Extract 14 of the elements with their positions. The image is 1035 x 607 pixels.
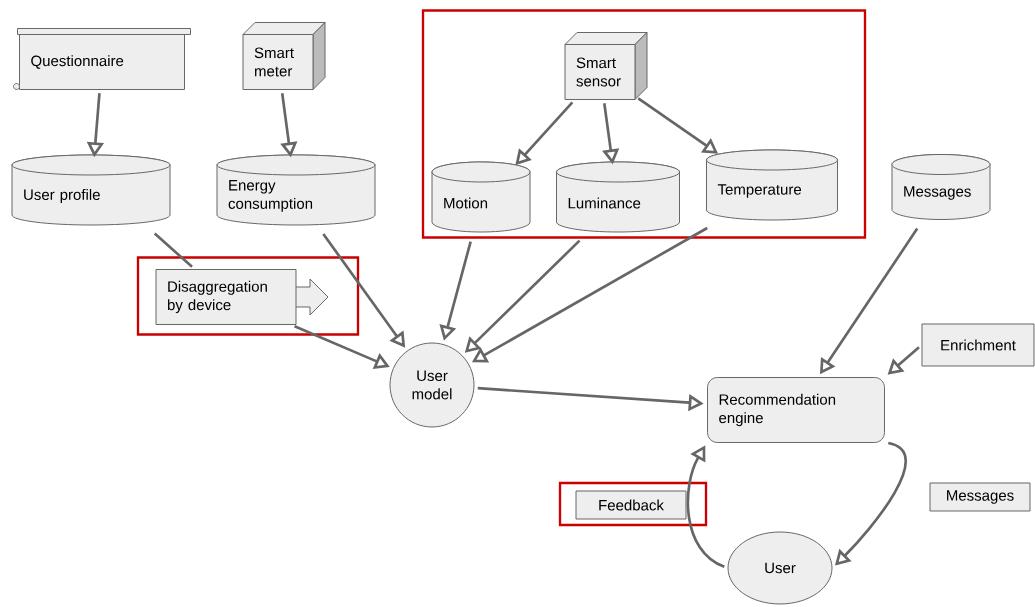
highlight-frame [558, 481, 708, 527]
highlight-frame [136, 256, 360, 336]
highlight-frame [421, 9, 867, 239]
database-cylinder: Motion [431, 161, 531, 233]
label-box: Feedback [575, 490, 687, 520]
process-arrow-box: Disaggregation by device [155, 269, 329, 325]
database-cylinder: Luminance [556, 161, 680, 233]
database-cylinder: Temperature [706, 149, 838, 221]
database-cylinder: Messages [891, 154, 991, 220]
process-box: Recommendation engine [707, 377, 885, 443]
label-box: Messages [929, 482, 1031, 512]
database-cylinder: User profile [11, 154, 171, 226]
process-box: Enrichment [921, 323, 1035, 367]
database-cylinder: Energy consumption [216, 154, 376, 226]
